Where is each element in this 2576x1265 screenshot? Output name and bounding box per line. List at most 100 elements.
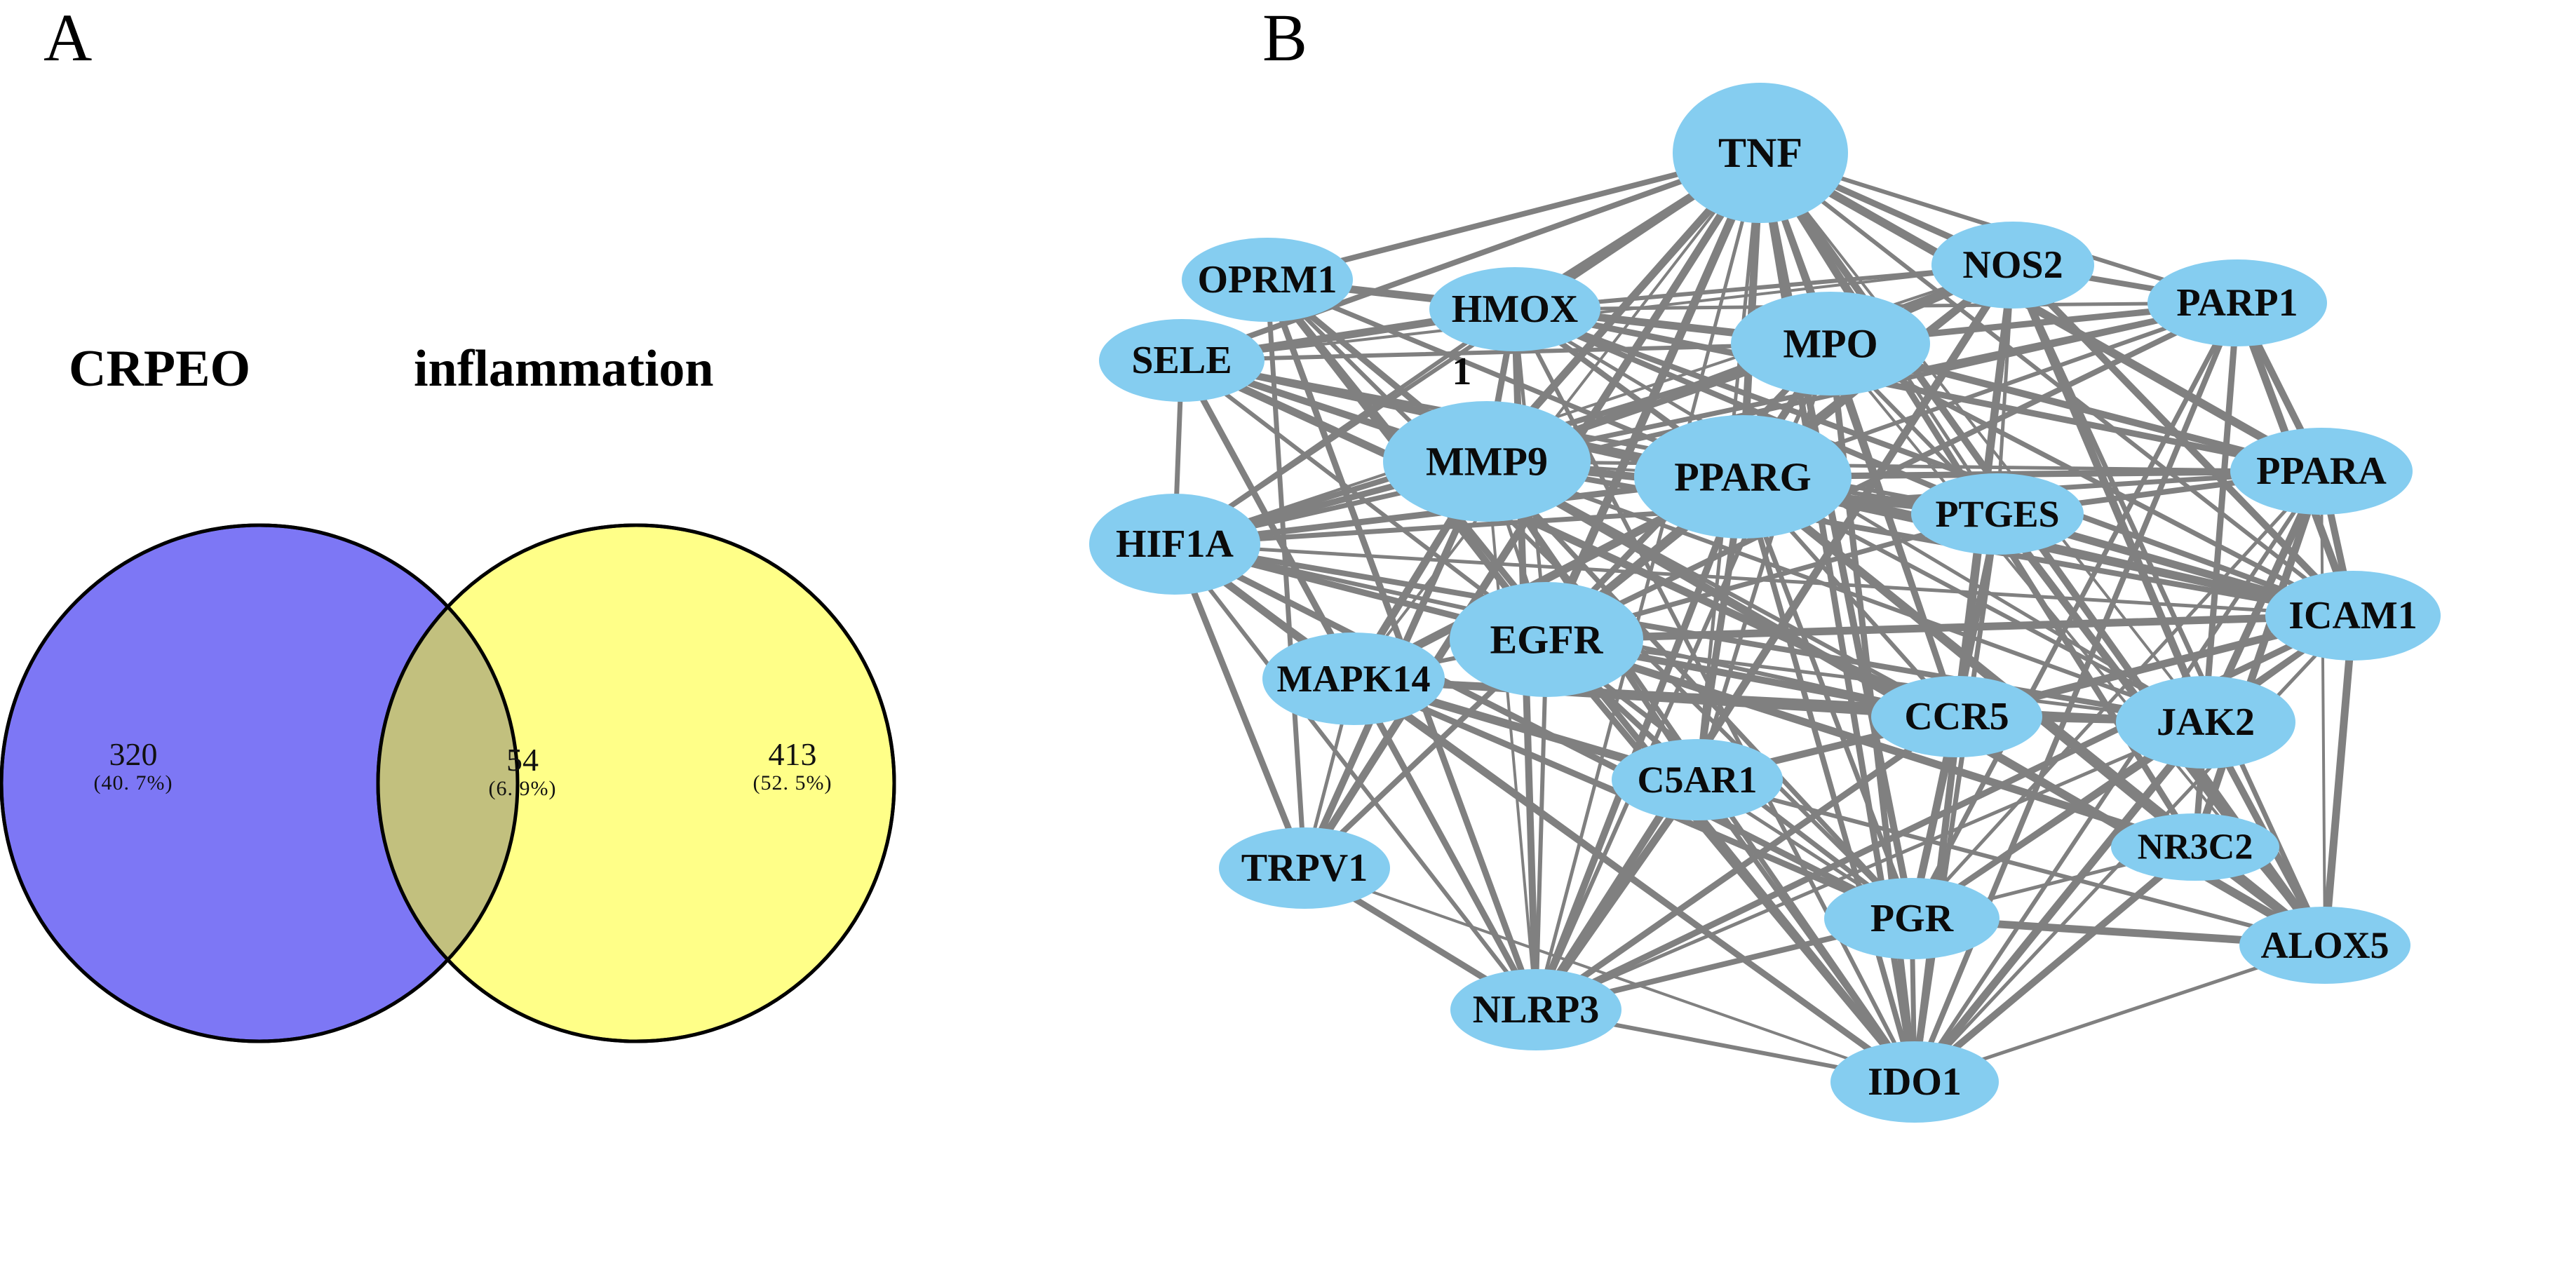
network-edge	[1173, 542, 1538, 1012]
network-edge	[1532, 713, 1960, 1013]
node-label: C5AR1	[1638, 759, 1758, 801]
network-node-tnf[interactable]: TNF	[1673, 83, 1848, 223]
network-edge	[1759, 151, 2207, 724]
network-node-mmp9[interactable]: MMP9	[1383, 401, 1591, 522]
network-node-oprm1[interactable]: OPRM1	[1182, 238, 1353, 322]
network-edge	[1544, 637, 2208, 724]
node-shape	[1099, 319, 1265, 402]
node-shape	[2230, 428, 2413, 515]
node-label: MMP9	[1426, 439, 1548, 485]
node-shape	[1931, 222, 2094, 309]
venn-circle-left-outline	[0, 523, 520, 1043]
network-edge	[1180, 358, 1549, 642]
network-edge	[1512, 306, 2000, 517]
node-shape	[1911, 473, 2084, 555]
node-label-overflow: 1	[1452, 350, 1471, 393]
venn-left-count: 320	[109, 736, 158, 772]
network-node-nlrp3[interactable]: NLRP3	[1450, 969, 1621, 1050]
venn-region-overlap: 54 (6. 9%)	[459, 743, 586, 801]
network-edge	[1350, 675, 1918, 1085]
network-edge	[1173, 307, 1517, 546]
network-edge	[2320, 470, 2326, 947]
node-shape	[1450, 582, 1643, 697]
network-edge	[1542, 635, 2199, 851]
network-node-jak2[interactable]: JAK2	[2116, 676, 2295, 769]
network-node-c5ar1[interactable]: C5AR1	[1612, 739, 1783, 820]
node-label: HMOX	[1452, 288, 1578, 331]
network-edge	[1828, 341, 2356, 618]
network-edge	[1912, 511, 2000, 1085]
node-shape	[2147, 259, 2327, 346]
venn-region-right-only: 413 (52. 5%)	[701, 738, 884, 795]
network-node-nos2[interactable]: NOS2	[1931, 222, 2094, 309]
network-edge	[1694, 777, 1917, 1085]
network-node-hif1a[interactable]: HIF1A	[1089, 494, 1260, 595]
node-label: MAPK14	[1277, 658, 1431, 700]
venn-region-left-only: 320 (40. 7%)	[42, 738, 224, 795]
network-edge	[1303, 867, 1916, 1083]
node-shape	[2265, 571, 2441, 661]
network-node-mpo[interactable]: MPO	[1731, 292, 1930, 395]
network-node-icam1[interactable]: ICAM1	[2265, 571, 2441, 661]
node-label: SELE	[1131, 339, 1232, 382]
network-node-ido1[interactable]: IDO1	[1830, 1041, 1999, 1123]
network-edge	[1513, 307, 2208, 724]
network-edge	[1534, 720, 2208, 1012]
node-shape	[1634, 415, 1852, 539]
node-shape	[1089, 494, 1260, 595]
node-shape	[1871, 676, 2042, 757]
venn-circle-right-outline	[376, 523, 896, 1043]
node-label: TRPV1	[1241, 846, 1368, 890]
network-node-ccr5[interactable]: CCR5	[1871, 676, 2042, 757]
node-label: NLRP3	[1473, 988, 1599, 1031]
network-edge	[1534, 637, 1549, 1012]
node-shape	[1824, 878, 2000, 959]
network-node-trpv1[interactable]: TRPV1	[1219, 827, 1390, 909]
panel-a-label: A	[43, 0, 93, 75]
venn-diagram-graphic	[0, 523, 896, 1043]
node-label: EGFR	[1490, 617, 1603, 663]
node-label: PPARA	[2256, 449, 2387, 493]
node-shape	[1383, 401, 1591, 522]
node-shape	[1673, 83, 1848, 223]
node-shape	[1731, 292, 1930, 395]
node-label: TNF	[1718, 130, 1802, 176]
network-node-pgr[interactable]: PGR	[1824, 878, 2000, 959]
network-node-hmox1[interactable]: HMOX 1	[1429, 267, 1600, 393]
network-edge	[1910, 718, 2210, 1086]
network-node-egfr[interactable]: EGFR	[1450, 582, 1643, 697]
network-edge	[1532, 261, 2017, 1014]
venn-overlap-percent: (6. 9%)	[488, 776, 557, 800]
panel-b-label: B	[1262, 0, 1308, 75]
network-edge	[1827, 340, 1960, 720]
node-label: OPRM1	[1197, 258, 1337, 302]
network-edge	[1911, 844, 2199, 1085]
network-edge	[1173, 542, 2355, 618]
venn-right-percent: (52. 5%)	[753, 771, 832, 794]
network-node-ptges[interactable]: PTGES	[1911, 473, 2084, 555]
network-edge	[1351, 677, 1538, 1012]
network-node-mapk14[interactable]: MAPK14	[1262, 632, 1445, 725]
node-shape	[1182, 238, 1353, 322]
network-node-alox5[interactable]: ALOX5	[2239, 907, 2410, 984]
node-label: NOS2	[1962, 243, 2063, 287]
panel-a-venn: A CRPEO inflammation 320 (40. 7%) 54 (6.…	[0, 0, 1052, 1265]
node-label: NR3C2	[2138, 827, 2253, 867]
node-label: PARP1	[2176, 281, 2298, 325]
node-label: IDO1	[1868, 1060, 1962, 1104]
network-edge	[1485, 460, 1537, 1011]
node-shape	[1830, 1041, 1999, 1123]
network-node-sele[interactable]: SELE	[1099, 319, 1265, 402]
network-node-parp1[interactable]: PARP1	[2147, 259, 2327, 346]
node-label: HIF1A	[1116, 522, 1234, 566]
venn-set-title-left: CRPEO	[69, 340, 250, 398]
network-node-ppara[interactable]: PPARA	[2230, 428, 2413, 515]
node-shape	[1612, 739, 1783, 820]
network-node-nr3c2[interactable]: NR3C2	[2111, 813, 2279, 881]
network-node-pparg[interactable]: PPARG	[1634, 415, 1852, 539]
network-edge	[1542, 611, 2357, 644]
node-shape	[1450, 969, 1621, 1050]
